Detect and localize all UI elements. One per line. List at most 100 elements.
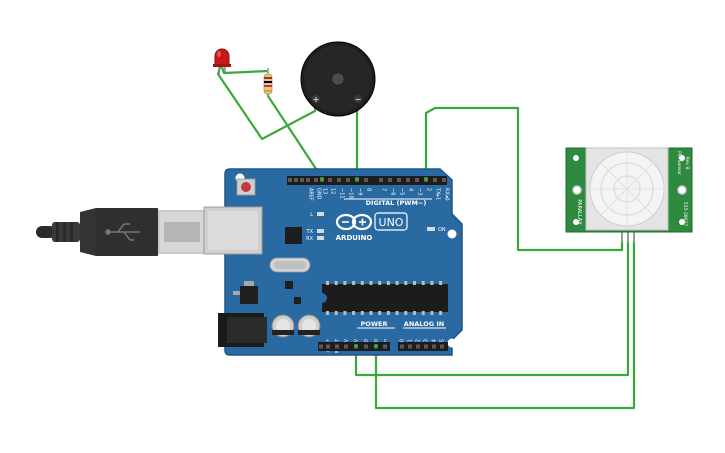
chip-leg	[360, 281, 364, 285]
power-header	[318, 342, 390, 351]
chip-leg	[369, 311, 373, 315]
digital-pin-hole[interactable]	[314, 178, 318, 182]
resistor[interactable]	[263, 68, 273, 98]
pir-text-right-bottom: 555-28027	[682, 202, 688, 227]
on-label: ON	[438, 227, 446, 233]
digital-pin-label: ~11	[339, 188, 345, 199]
chip-leg	[439, 311, 443, 315]
chip-leg	[343, 281, 347, 285]
chip-leg	[378, 311, 382, 315]
piezo-buzzer[interactable]: + −	[300, 41, 376, 117]
digital-pin-hole[interactable]	[346, 178, 350, 182]
pir-text-right-mid: Rev B	[684, 157, 690, 170]
analog-pin-hole[interactable]	[440, 344, 444, 349]
reset-button[interactable]	[236, 178, 256, 196]
analog-pin-hole[interactable]	[416, 344, 420, 349]
digital-pin-label: TX▸1	[435, 187, 441, 200]
power-pin-hole[interactable]	[344, 344, 348, 349]
digital-pin-label: 12	[330, 188, 336, 194]
chip-leg	[404, 281, 408, 285]
status-leds: L TX RX	[306, 212, 324, 242]
chip-leg	[421, 281, 425, 285]
led-l-label: L	[310, 212, 313, 218]
power-label: POWER	[361, 320, 388, 328]
digital-pin-hole[interactable]	[406, 178, 410, 182]
digital-pin-hole[interactable]	[294, 178, 298, 182]
power-pin-hole[interactable]	[319, 344, 323, 349]
digital-pin-hole[interactable]	[388, 178, 392, 182]
digital-pin-hole[interactable]	[442, 178, 446, 182]
chip-leg	[404, 311, 408, 315]
buzzer-plus-label: +	[313, 95, 320, 104]
power-pin-label: 5V	[354, 338, 360, 345]
chip-leg	[352, 281, 356, 285]
led-tx-label: TX	[306, 229, 314, 235]
digital-pin-hole[interactable]	[415, 178, 419, 182]
crystal	[269, 257, 311, 273]
voltage-regulator	[233, 281, 258, 304]
digital-pin-label: GND	[316, 188, 322, 200]
analog-pin-hole[interactable]	[432, 344, 436, 349]
digital-pin-hole[interactable]	[300, 178, 304, 182]
chip-leg	[369, 281, 373, 285]
chip-leg	[326, 281, 329, 285]
red-led[interactable]	[213, 48, 231, 75]
analog-pin-hole[interactable]	[408, 344, 412, 349]
power-pin-hole[interactable]	[335, 344, 339, 349]
dc-power-jack	[218, 313, 267, 347]
digital-pin-hole[interactable]	[397, 178, 401, 182]
chip-leg	[352, 311, 356, 315]
pir-text-right-top: PIR Sensor	[676, 151, 682, 175]
capacitor-2	[297, 314, 321, 338]
chip-leg	[378, 281, 382, 285]
digital-pin-hole[interactable]	[379, 178, 383, 182]
analog-label: ANALOG IN	[404, 320, 444, 328]
digital-label: DIGITAL (PWM~)	[366, 199, 427, 207]
digital-pin-label: ~6	[390, 188, 396, 195]
digital-pin-hole[interactable]	[433, 178, 437, 182]
power-pin-hole[interactable]	[326, 344, 330, 349]
arduino-logo	[335, 213, 373, 231]
chip-leg	[421, 311, 425, 315]
wire-pir-vcc-5v[interactable]	[354, 240, 630, 377]
pir-sensor[interactable]: PARALLAX PIR Sensor Rev B 555-28027	[565, 147, 693, 242]
digital-pin-hole[interactable]	[364, 178, 368, 182]
chip-leg	[430, 311, 434, 315]
analog-pin-hole[interactable]	[424, 344, 428, 349]
digital-pin-label: ~5	[399, 188, 405, 195]
digital-pin-hole[interactable]	[337, 178, 341, 182]
chip-leg	[413, 281, 416, 285]
pir-fresnel-dome	[589, 151, 665, 227]
digital-pin-hole[interactable]	[306, 178, 310, 182]
chip-leg	[386, 281, 390, 285]
digital-pin-hole[interactable]	[288, 178, 292, 182]
power-pin-hole[interactable]	[383, 344, 387, 349]
digital-pin-label: ~9	[357, 188, 363, 195]
wire-pir-gnd-gnd[interactable]	[374, 240, 636, 410]
buzzer-minus-label: −	[355, 95, 362, 104]
chip-leg	[413, 311, 416, 315]
analog-pin-hole[interactable]	[400, 344, 404, 349]
digital-pin-label: 2	[426, 188, 432, 191]
led-rx-label: RX	[306, 236, 313, 242]
chip-leg	[343, 311, 347, 315]
chip-leg	[439, 281, 443, 285]
wire-endpoints	[320, 177, 428, 348]
usb-symbol-icon	[105, 223, 140, 241]
chip-leg	[386, 311, 390, 315]
digital-pin-label: 7	[381, 188, 387, 191]
chip-leg	[395, 311, 399, 315]
digital-pin-label: 8	[366, 188, 372, 191]
digital-pin-hole[interactable]	[328, 178, 332, 182]
chip-leg	[430, 281, 434, 285]
wire-pin2-pir-out[interactable]	[424, 106, 624, 252]
power-pin-hole[interactable]	[364, 344, 368, 349]
uno-label: UNO	[379, 216, 404, 229]
chip-leg	[395, 281, 399, 285]
digital-pin-label: ~3	[417, 188, 423, 195]
digital-pin-label: AREF	[308, 188, 314, 201]
usb-cable[interactable]	[36, 208, 205, 256]
chip-leg	[360, 311, 364, 315]
